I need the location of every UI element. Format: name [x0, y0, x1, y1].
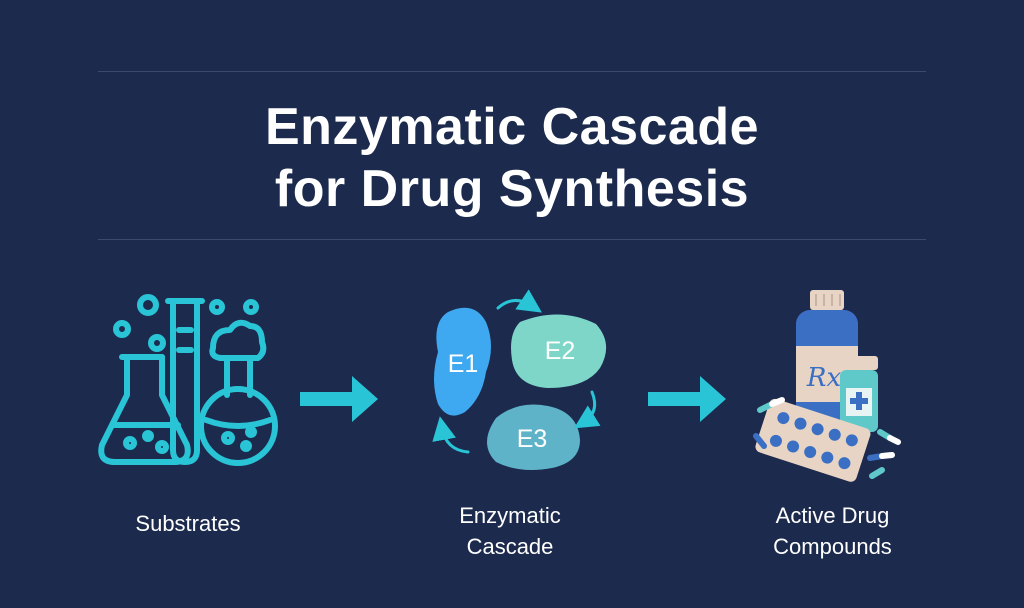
top-divider	[98, 71, 926, 72]
enzyme-e2-label: E2	[545, 337, 576, 365]
bottle-cap	[810, 290, 844, 310]
stage-label-active-drug-compounds: Active Drug Compounds	[725, 500, 940, 562]
stage-label-enzymatic-cascade: Enzymatic Cascade	[410, 500, 610, 562]
enzyme-e1-shape	[434, 307, 491, 416]
capsules	[753, 397, 901, 479]
small-bottle-cap	[838, 356, 878, 370]
diagram-title: Enzymatic Cascade for Drug Synthesis	[0, 96, 1024, 220]
stage-label-line: Compounds	[773, 534, 892, 559]
medical-cross-icon	[850, 392, 868, 410]
stage-label-line: Active Drug	[775, 503, 890, 528]
cycle-arrow-e3-e1	[432, 416, 470, 454]
bottom-divider	[98, 239, 926, 240]
flow-arrow-1	[300, 376, 378, 422]
enzyme-e3-label: E3	[517, 425, 548, 453]
stage-label-line: Substrates	[135, 511, 241, 536]
title-line-1: Enzymatic Cascade	[264, 98, 760, 156]
title-line-2: for Drug Synthesis	[274, 160, 750, 218]
flow-arrow-2	[648, 376, 726, 422]
medicine-icon: Rx	[753, 290, 901, 482]
stage-label-line: Cascade	[466, 534, 554, 559]
enzyme-e1-label: E1	[448, 350, 479, 378]
stage-label-line: Enzymatic	[459, 503, 561, 528]
stage-label-substrates: Substrates	[88, 508, 288, 539]
enzyme-cascade-icon: E1 E2 E3	[432, 289, 607, 470]
enzyme-e2-shape	[511, 314, 607, 388]
cycle-arrow-e1-e2	[496, 289, 542, 313]
enzyme-e3-shape	[487, 404, 580, 470]
blister-pack	[755, 398, 871, 482]
cycle-arrow-e2-e3	[573, 390, 601, 429]
prescription-symbol: Rx	[806, 363, 842, 393]
lab-glassware-icon	[98, 294, 278, 466]
